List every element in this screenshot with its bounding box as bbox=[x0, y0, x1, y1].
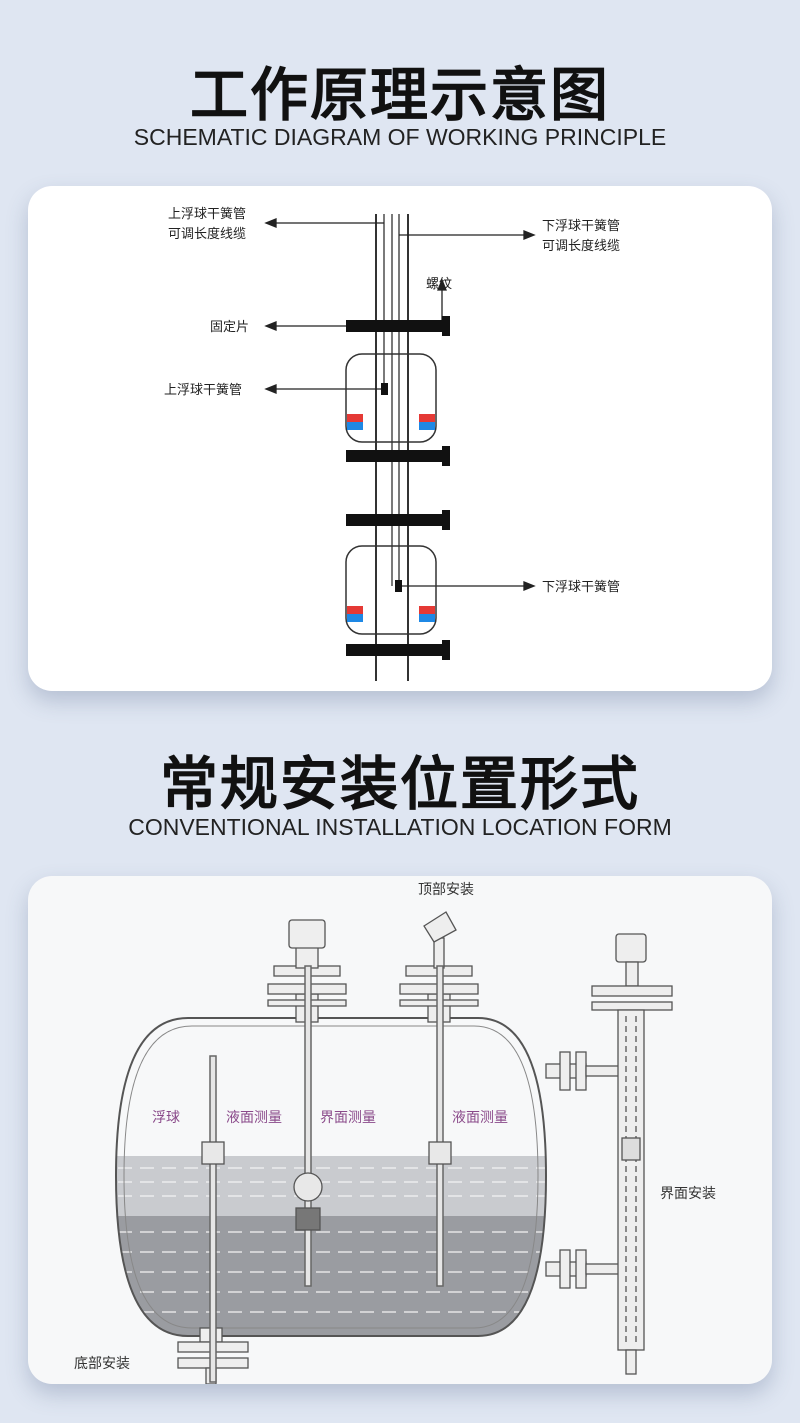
fixing-plate-2 bbox=[346, 450, 450, 462]
lower-float bbox=[345, 545, 437, 635]
label-top-install: 顶部安装 bbox=[418, 882, 474, 898]
label-float: 浮球 bbox=[152, 1110, 180, 1126]
label-lower-cable-2: 可调长度线缆 bbox=[542, 238, 620, 254]
label-level-measure-2: 液面测量 bbox=[452, 1110, 508, 1126]
label-interface-measure: 界面测量 bbox=[320, 1110, 376, 1126]
rods bbox=[375, 214, 409, 681]
float-right bbox=[428, 1141, 452, 1165]
measure-rods bbox=[209, 965, 444, 1383]
label-interface-install: 界面安装 bbox=[660, 1186, 716, 1202]
tank-liquid bbox=[116, 1156, 546, 1336]
installation-diagram: 顶部安装 浮球 液面测量 界面测量 液面测量 界面安装 底部安装 bbox=[74, 882, 716, 1384]
schematic-card: 上浮球干簧管 可调长度线缆 下浮球干簧管 可调长度线缆 螺纹 固定片 上浮球干簧… bbox=[28, 186, 772, 691]
leader-lines bbox=[264, 218, 536, 591]
section1-subtitle: SCHEMATIC DIAGRAM OF WORKING PRINCIPLE bbox=[133, 124, 667, 150]
label-level-measure-1: 液面测量 bbox=[226, 1110, 282, 1126]
schematic-diagram: 上浮球干簧管 可调长度线缆 下浮球干簧管 可调长度线缆 螺纹 固定片 上浮球干簧… bbox=[164, 206, 620, 681]
tank-shell bbox=[114, 1017, 548, 1337]
label-bottom-install: 底部安装 bbox=[74, 1356, 130, 1372]
magnets bbox=[347, 414, 435, 622]
installation-card: 顶部安装 浮球 液面测量 界面测量 液面测量 界面安装 底部安装 bbox=[28, 876, 772, 1384]
float-ball bbox=[293, 1172, 323, 1202]
upper-float bbox=[345, 353, 437, 443]
lower-reed-switch bbox=[395, 580, 402, 592]
side-nozzles bbox=[545, 1051, 627, 1289]
label-upper-cable-1: 上浮球干簧管 bbox=[168, 206, 246, 222]
fixing-plate-4 bbox=[346, 644, 450, 656]
label-upper-reed: 上浮球干簧管 bbox=[164, 382, 242, 398]
section2-title: 常规安装位置形式 bbox=[159, 750, 640, 818]
section1-title: 工作原理示意图 bbox=[189, 61, 610, 129]
label-thread: 螺纹 bbox=[426, 277, 452, 292]
upper-reed-switch bbox=[381, 383, 388, 395]
float-interface bbox=[295, 1207, 321, 1231]
label-lower-reed: 下浮球干簧管 bbox=[542, 579, 620, 595]
label-upper-cable-2: 可调长度线缆 bbox=[168, 226, 246, 242]
fixing-plate-3 bbox=[346, 514, 450, 526]
label-fixing-piece: 固定片 bbox=[210, 320, 249, 335]
label-lower-cable-1: 下浮球干簧管 bbox=[542, 218, 620, 234]
external-gauge bbox=[591, 933, 673, 1375]
floats bbox=[201, 1141, 452, 1231]
fixing-plate-1 bbox=[346, 320, 450, 332]
fixing-plates bbox=[346, 316, 450, 660]
float-left bbox=[201, 1141, 225, 1165]
section2-subtitle: CONVENTIONAL INSTALLATION LOCATION FORM bbox=[128, 814, 672, 840]
